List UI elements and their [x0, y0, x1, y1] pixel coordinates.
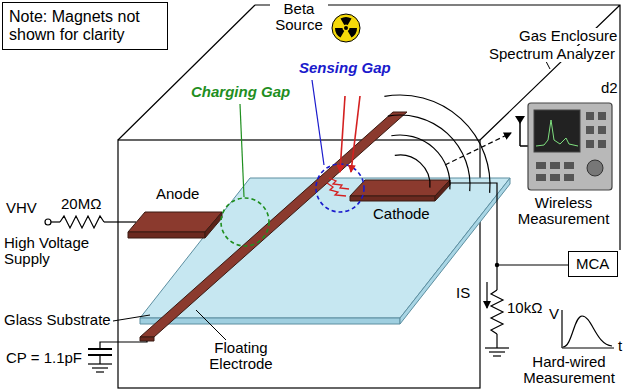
- ground-symbol: [88, 363, 112, 364]
- note-box: Note: Magnets not shown for clarity: [2, 2, 168, 50]
- electrode-label: Cathode: [372, 206, 431, 222]
- radiation-blade: [335, 28, 344, 38]
- ground-symbol: [493, 355, 501, 356]
- signal-label: VHV: [5, 200, 38, 216]
- pulse-curve: [563, 316, 612, 347]
- analyzer-button: [550, 174, 560, 181]
- ground-symbol: [96, 371, 104, 372]
- wire: [496, 334, 497, 348]
- analyzer-knob: [587, 160, 603, 176]
- anode-edge: [205, 212, 222, 238]
- leader-line: [240, 104, 244, 197]
- leader-line: [113, 315, 150, 321]
- measurement-label: Wireless Measurement: [510, 195, 617, 227]
- beta-ray: [340, 96, 345, 172]
- beta-ray: [351, 96, 360, 172]
- resistor-symbol: [60, 216, 104, 228]
- antenna: [515, 116, 525, 124]
- ground-symbol: [92, 367, 108, 368]
- component-value: 20MΩ: [60, 196, 102, 212]
- box-text: Note: Magnets not shown for clarity: [9, 8, 161, 44]
- wire: [100, 341, 147, 349]
- analyzer-button: [586, 126, 594, 134]
- supply-label: High Voltage Supply: [3, 235, 105, 267]
- floating-electrode-edge: [140, 337, 154, 341]
- resistor-symbol: [491, 290, 503, 334]
- gap-label: Sensing Gap: [298, 60, 392, 76]
- measurement-label: Hard-wired Measurement: [512, 354, 626, 386]
- wire: [99, 355, 100, 364]
- wireless-link: [445, 133, 511, 165]
- charging-gap-circle: [221, 198, 269, 246]
- dimension-label: d2: [600, 80, 619, 96]
- terminal: [45, 219, 51, 225]
- floating-electrode: [140, 112, 407, 337]
- analyzer-screen: [534, 110, 580, 152]
- analyzer-button: [598, 112, 606, 120]
- wire: [104, 221, 136, 222]
- gap-label: Charging Gap: [190, 84, 291, 100]
- anode-edge: [128, 232, 205, 238]
- antenna: [519, 122, 521, 146]
- wave-arc: [391, 135, 450, 189]
- plot-axis: [562, 347, 614, 348]
- wire: [497, 264, 568, 265]
- component-value: 10kΩ: [506, 300, 543, 316]
- leader-line: [196, 310, 226, 340]
- mca-box: MCA: [568, 251, 618, 277]
- cathode-edge: [435, 180, 450, 201]
- axis-label: V: [548, 306, 560, 322]
- analyzer-button: [598, 126, 606, 134]
- analyzer-button: [550, 162, 560, 169]
- junction-dot: [495, 263, 499, 267]
- radiation-blade: [341, 17, 352, 25]
- radiation-symbol: [332, 14, 360, 42]
- analyzer-button: [536, 162, 546, 169]
- analyzer-body: [528, 103, 612, 190]
- source-label: Beta Source: [270, 1, 328, 33]
- spectrum-trace: [536, 120, 578, 146]
- spark: [329, 178, 349, 189]
- analyzer-button: [586, 140, 594, 148]
- analyzer-button: [564, 174, 574, 181]
- radiation-center: [344, 26, 348, 30]
- axis-label: t: [617, 338, 623, 354]
- component-value: CP = 1.1pF: [5, 350, 83, 366]
- wire: [450, 183, 497, 290]
- cathode-electrode: [350, 180, 450, 196]
- signal-label: IS: [455, 285, 471, 301]
- current-arrow: [486, 282, 487, 308]
- wire: [51, 221, 60, 222]
- electrode-label: Floating Electrode: [200, 340, 282, 372]
- box-text: MCA: [576, 256, 609, 272]
- part-label: Glass Substrate: [3, 312, 112, 328]
- analyzer-button: [536, 174, 546, 181]
- wave-arc: [384, 95, 490, 193]
- instrument-label: Spectrum Analyzer: [488, 46, 616, 62]
- ground-symbol: [489, 351, 505, 352]
- radiation-blade: [348, 28, 357, 38]
- wave-arc: [388, 115, 470, 191]
- electrode-label: Anode: [155, 186, 200, 202]
- antenna: [520, 145, 528, 147]
- analyzer-button: [564, 162, 574, 169]
- wave-arc: [395, 155, 430, 188]
- leader-line: [312, 80, 324, 165]
- enclosure-label: Gas Enclosure: [518, 28, 618, 44]
- glass-edge: [140, 318, 400, 324]
- analyzer-button: [598, 140, 606, 148]
- ground-symbol: [485, 347, 509, 348]
- capacitor-symbol: [88, 348, 112, 350]
- plot-axis: [561, 310, 562, 348]
- analyzer-button: [586, 112, 594, 120]
